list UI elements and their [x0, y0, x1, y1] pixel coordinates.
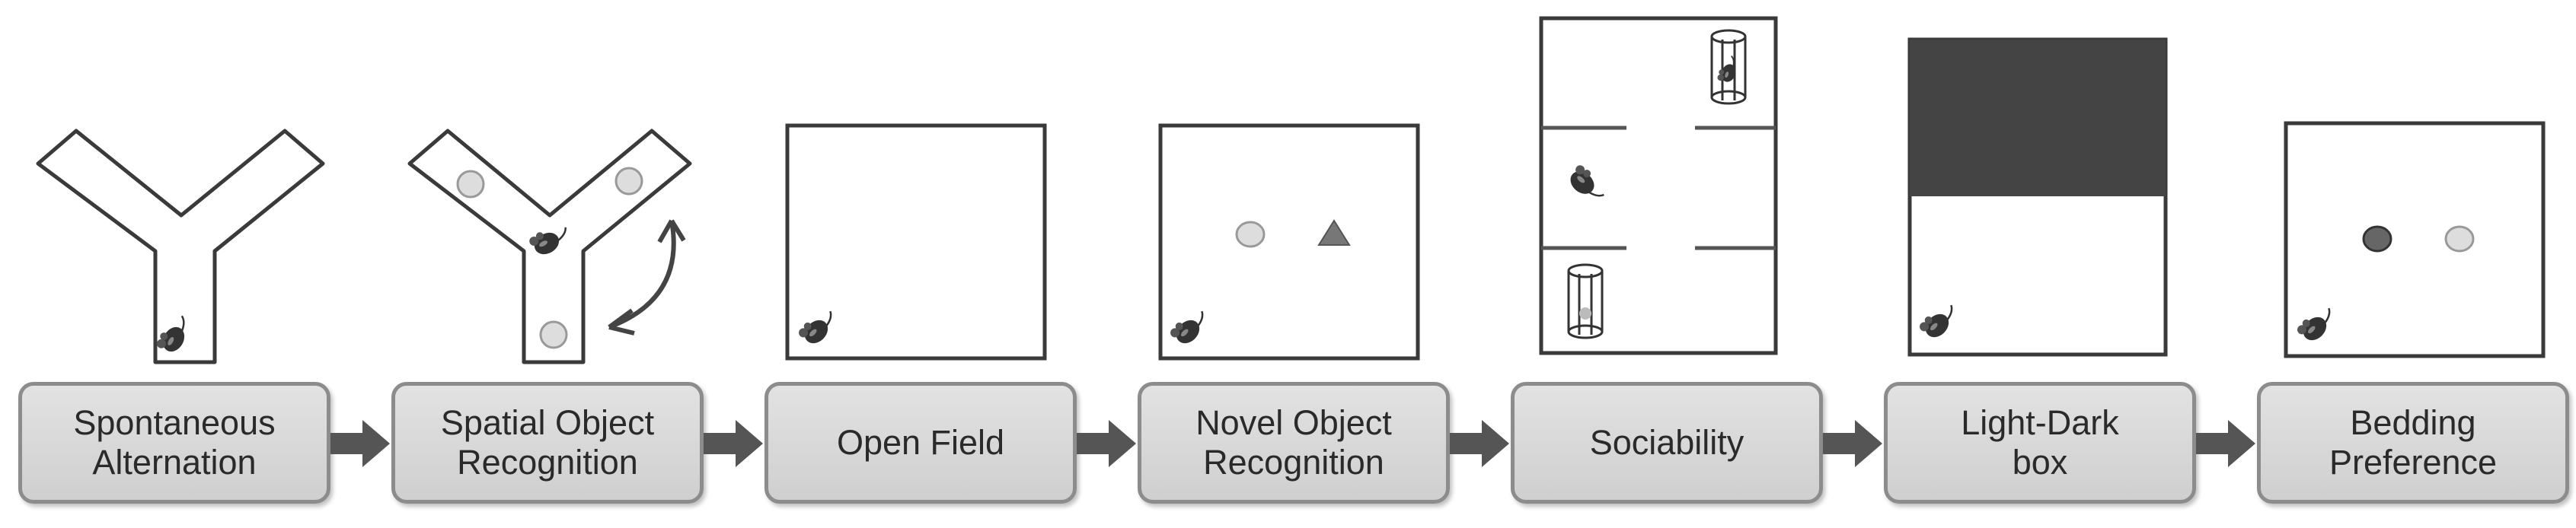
step-label: Novel Object Recognition — [1195, 403, 1392, 482]
light-bedding-icon — [2444, 225, 2475, 253]
y-maze-objects-illustration — [407, 129, 692, 364]
arrow-right-icon — [2196, 420, 2255, 467]
open-field-illustration — [785, 123, 1047, 361]
cage-stranger-icon — [1710, 29, 1747, 105]
y-maze-illustration — [36, 129, 325, 364]
bedding-preference-illustration — [2284, 121, 2546, 358]
step-spatial-object-recognition: Spatial Object Recognition — [391, 382, 704, 504]
step-label: Sociability — [1589, 423, 1744, 462]
arrow-right-icon — [1077, 420, 1136, 467]
object-icon — [539, 320, 568, 349]
arrow-right-icon — [330, 420, 390, 467]
step-bedding-preference: Bedding Preference — [2257, 382, 2569, 504]
step-novel-object-recognition: Novel Object Recognition — [1138, 382, 1450, 504]
object-icon — [1235, 221, 1266, 248]
step-label: Spontaneous Alternation — [73, 403, 276, 482]
swap-arrow-icon — [608, 220, 676, 329]
three-chamber-illustration — [1539, 16, 1778, 355]
step-label: Light-Dark box — [1961, 403, 2119, 482]
novel-object-illustration — [1158, 123, 1420, 361]
arrow-right-icon — [1823, 420, 1882, 467]
arrow-right-icon — [704, 420, 763, 467]
object-icon — [614, 167, 643, 196]
step-light-dark-box: Light-Dark box — [1884, 382, 2196, 504]
step-label: Open Field — [836, 423, 1005, 462]
dark-chamber — [1910, 40, 2166, 196]
light-dark-box-illustration — [1907, 37, 2168, 357]
step-label: Bedding Preference — [2329, 403, 2498, 482]
dark-bedding-icon — [2362, 225, 2392, 253]
step-sociability: Sociability — [1511, 382, 1823, 504]
object-icon — [456, 170, 485, 199]
step-open-field: Open Field — [765, 382, 1077, 504]
step-spontaneous-alternation: Spontaneous Alternation — [18, 382, 330, 504]
cage-empty-icon — [1567, 263, 1604, 339]
arrow-right-icon — [1450, 420, 1509, 467]
step-label: Spatial Object Recognition — [440, 403, 655, 482]
novel-object-icon — [1317, 219, 1351, 246]
